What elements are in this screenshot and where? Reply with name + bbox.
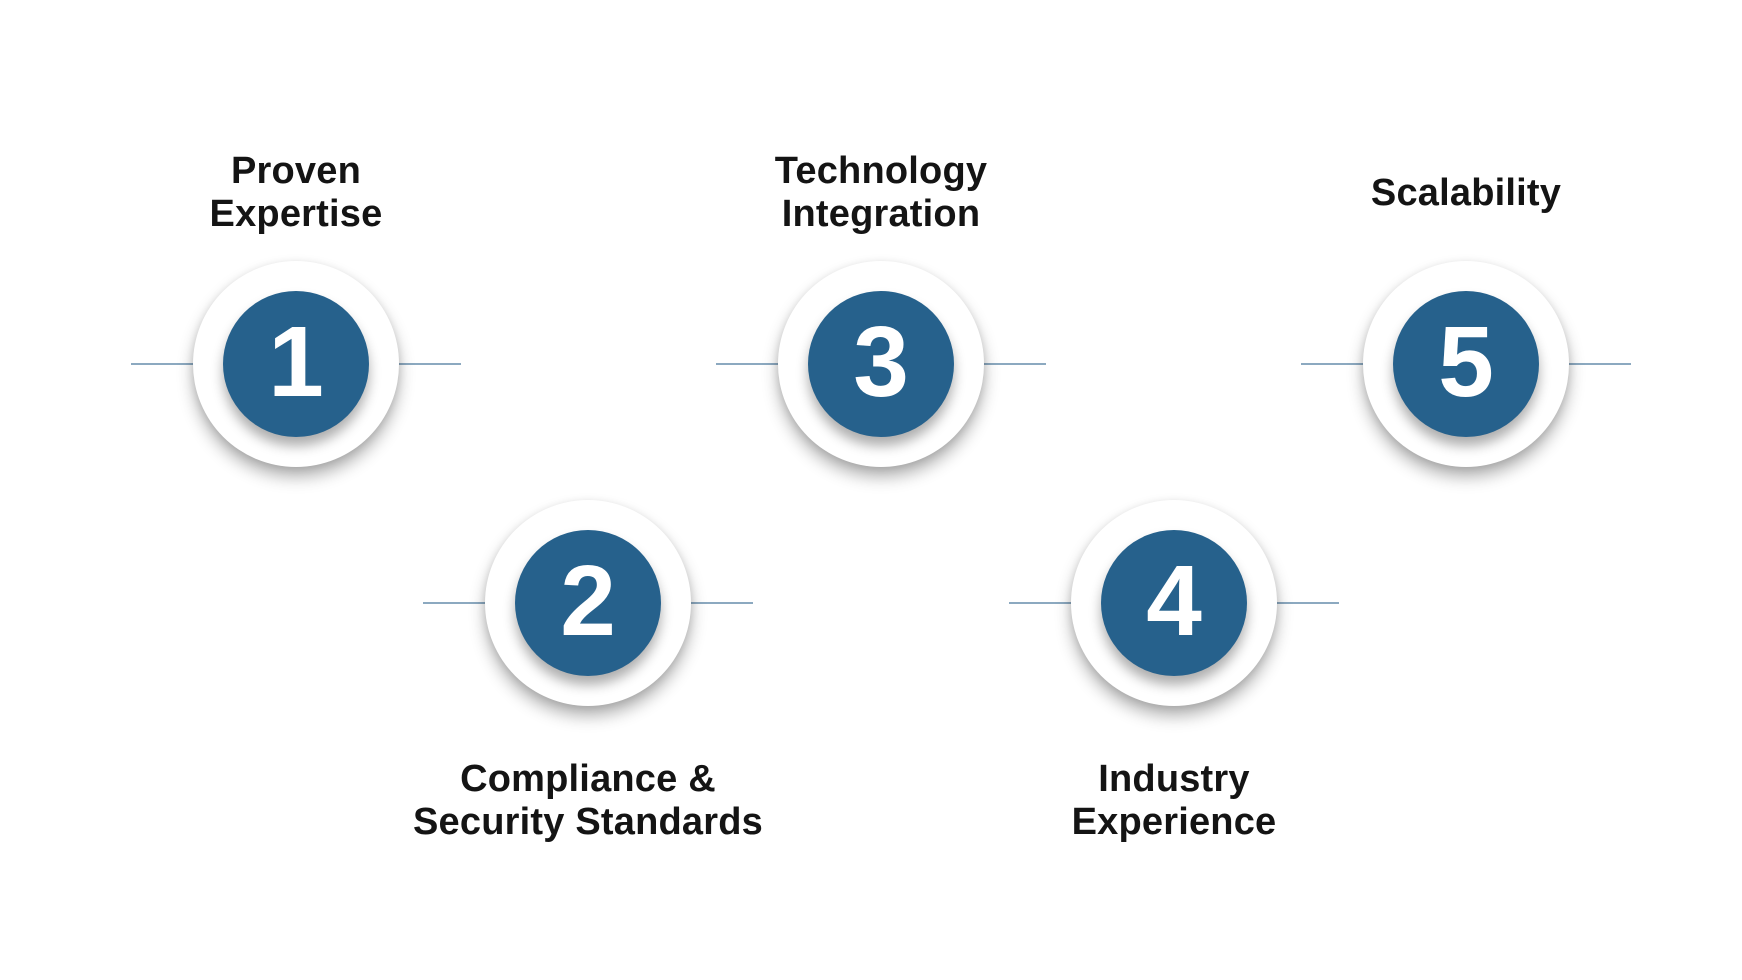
step-label-text: Industry Experience <box>1071 758 1277 843</box>
step-label: Technology Integration <box>601 143 1161 243</box>
step-number-disc: 1 <box>223 291 369 437</box>
step-number-disc: 2 <box>515 530 661 676</box>
step-circle-ring: 3 <box>778 261 984 467</box>
step-label: Scalability <box>1186 143 1742 243</box>
step-label-text: Proven Expertise <box>209 150 383 235</box>
step-number: 4 <box>1146 545 1202 657</box>
step-circle-ring: 2 <box>485 500 691 706</box>
step-circle-ring: 1 <box>193 261 399 467</box>
step-circle-ring: 5 <box>1363 261 1569 467</box>
step-label-text: Scalability <box>1370 171 1562 214</box>
step-label-text: Compliance & Security Standards <box>413 758 763 843</box>
step-number-disc: 4 <box>1101 530 1247 676</box>
step-label-text: Technology Integration <box>774 150 988 235</box>
step-number: 2 <box>560 545 616 657</box>
step-number-disc: 5 <box>1393 291 1539 437</box>
step-number: 3 <box>853 306 909 418</box>
step-number: 1 <box>268 306 324 418</box>
step-label: Industry Experience <box>894 751 1454 851</box>
step-label: Compliance & Security Standards <box>308 751 868 851</box>
step-number: 5 <box>1438 306 1494 418</box>
step-circle-ring: 4 <box>1071 500 1277 706</box>
step-label: Proven Expertise <box>16 143 576 243</box>
step-number-disc: 3 <box>808 291 954 437</box>
